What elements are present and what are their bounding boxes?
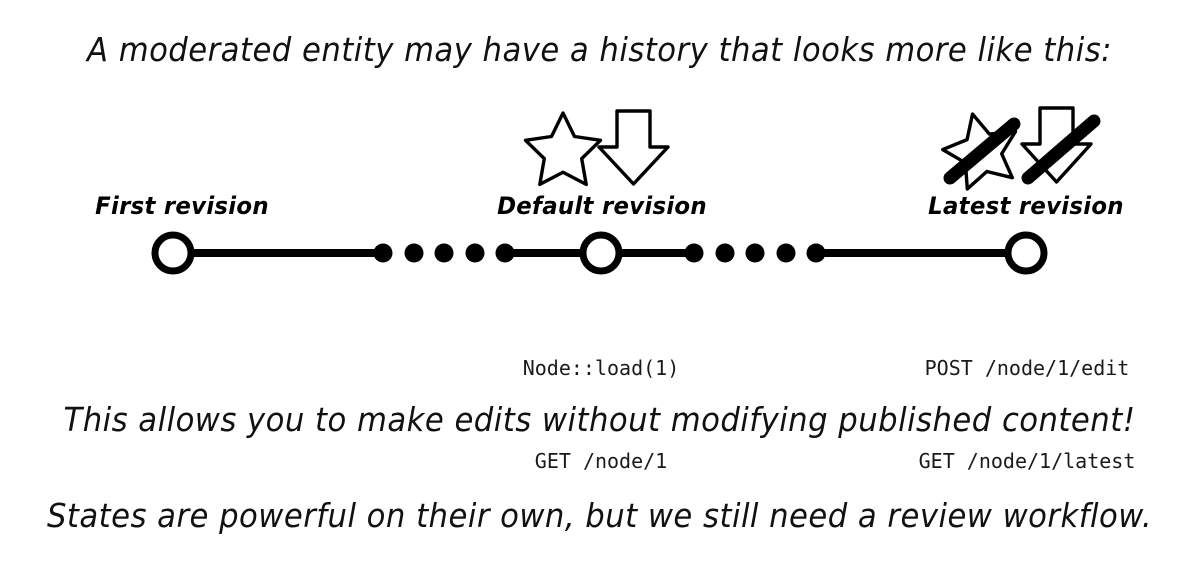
dots-left-group xyxy=(373,243,515,263)
timeline-dot xyxy=(404,243,424,263)
node-label-latest-revision: Latest revision xyxy=(928,192,1124,220)
node-label-default-revision: Default revision xyxy=(497,192,707,220)
code-caption-latest-revision: POST /node/1/edit GET /node/1/latest xyxy=(919,291,1136,539)
node-marker-latest-revision[interactable] xyxy=(1004,231,1048,275)
timeline-dot xyxy=(465,243,485,263)
timeline-dot xyxy=(684,243,704,263)
down-arrow-struck-icon xyxy=(1020,106,1101,185)
strike-through-line xyxy=(943,117,1021,185)
code-line: GET /node/1/latest xyxy=(918,449,1136,473)
code-line: Node::load(1) xyxy=(522,356,680,380)
timeline-dot xyxy=(715,243,735,263)
node-label-first-revision: First revision xyxy=(95,192,269,220)
code-line: GET /node/1 xyxy=(534,449,668,473)
strike-through-line xyxy=(1021,114,1101,185)
timeline-dot xyxy=(745,243,765,263)
star-struck-icon xyxy=(941,112,1021,191)
timeline-dot xyxy=(495,243,515,263)
closing-line-1: This allows you to make edits without mo… xyxy=(63,400,1136,439)
down-arrow-icon xyxy=(597,109,670,186)
timeline-dot xyxy=(434,243,454,263)
code-line: POST /node/1/edit xyxy=(924,356,1130,380)
node-marker-default-revision[interactable] xyxy=(579,231,623,275)
timeline-dot xyxy=(776,243,796,263)
dots-right-group xyxy=(684,243,826,263)
headline-text: A moderated entity may have a history th… xyxy=(87,30,1112,69)
timeline-dot xyxy=(373,243,393,263)
node-marker-first-revision[interactable] xyxy=(151,231,195,275)
closing-line-2: States are powerful on their own, but we… xyxy=(46,496,1153,535)
star-icon xyxy=(523,111,603,187)
code-caption-default-revision: Node::load(1) GET /node/1 xyxy=(523,291,680,539)
timeline-dot xyxy=(806,243,826,263)
